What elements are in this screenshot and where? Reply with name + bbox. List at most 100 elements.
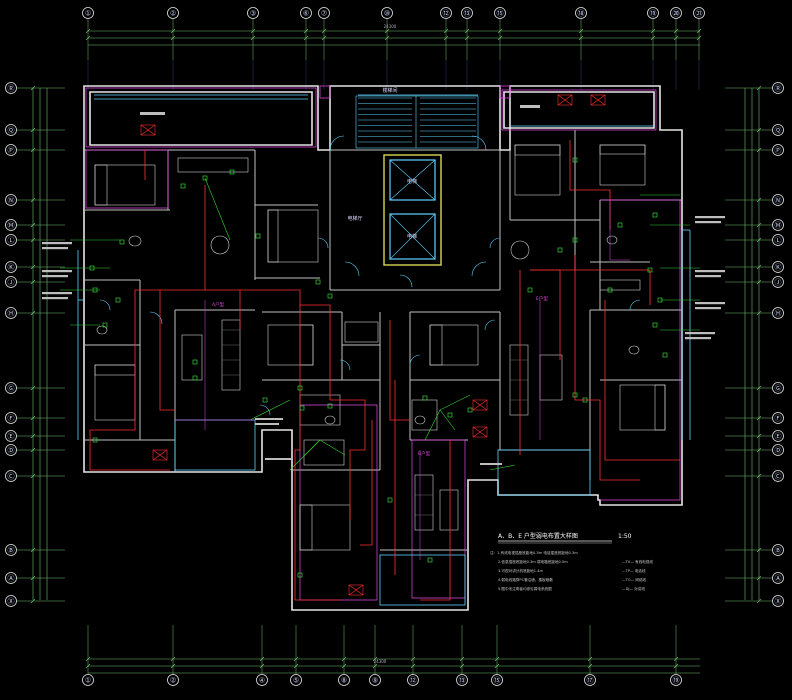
axis-top-3-label: ③ xyxy=(250,9,256,17)
elevator-2-label: 电梯 xyxy=(407,233,417,240)
axis-left-1-label: Ⓡ xyxy=(8,84,15,92)
legend-notes: 注：1.有线电视插座底距地0.3m 电话插座底距地0.3m 2.信息插座底距地0… xyxy=(490,550,578,591)
axis-right-7: Ⓚ xyxy=(772,261,784,273)
axis-bottom-9: ⑮ xyxy=(491,674,503,686)
axis-right-12-label: Ⓔ xyxy=(775,432,782,440)
conduit-runs xyxy=(89,140,680,601)
svg-text:—TP— 电话线: —TP— 电话线 xyxy=(622,568,646,573)
axis-left-8: Ⓙ xyxy=(5,276,17,288)
vent-markers xyxy=(140,94,606,596)
axis-bottom-3-label: ④ xyxy=(259,676,265,684)
axis-right-10-label: Ⓖ xyxy=(775,384,782,392)
elevator-1-label: 电梯 xyxy=(407,178,417,185)
axis-top-9: ⑮ xyxy=(494,7,506,19)
axis-right-11-label: Ⓕ xyxy=(775,414,782,422)
axis-right-8-label: Ⓙ xyxy=(775,278,782,286)
axis-top-12: ⑳ xyxy=(670,7,682,19)
axis-top-2-label: ② xyxy=(170,9,176,17)
axis-bottom-5: ⑧ xyxy=(338,674,350,686)
axis-left-4-label: Ⓝ xyxy=(8,196,15,204)
axis-left-11-label: Ⓕ xyxy=(8,414,15,422)
axis-right-16: Ⓐ xyxy=(772,572,784,584)
axis-right-14: Ⓒ xyxy=(772,470,784,482)
axis-right-5-label: Ⓜ xyxy=(775,221,782,229)
axis-top-9-label: ⑮ xyxy=(497,9,504,17)
axis-right-1: Ⓡ xyxy=(772,82,784,94)
axis-right-11: Ⓕ xyxy=(772,412,784,424)
axis-right-17: Ⓧ xyxy=(772,595,784,607)
axis-left-12: Ⓔ xyxy=(5,430,17,442)
axis-left-13-label: Ⓓ xyxy=(8,446,15,454)
door-swings xyxy=(99,135,641,416)
axis-top-11: ⑲ xyxy=(647,7,659,19)
svg-text:注：1.有线电视插座底距地0.3m 电话插座底距地0.3m: 注：1.有线电视插座底距地0.3m 电话插座底距地0.3m xyxy=(490,550,578,555)
axis-right-7-label: Ⓚ xyxy=(775,263,782,271)
axis-right-15-label: Ⓑ xyxy=(775,546,782,554)
data-wiring xyxy=(175,200,630,560)
axis-left-9: Ⓗ xyxy=(5,307,17,319)
furniture xyxy=(94,144,666,551)
axis-top-2: ② xyxy=(167,7,179,19)
axis-top-4: ⑥ xyxy=(300,7,312,19)
axis-right-10: Ⓖ xyxy=(772,382,784,394)
windows-balconies xyxy=(77,94,691,606)
axis-bottom-6-label: ⑨ xyxy=(372,676,378,684)
axis-left-13: Ⓓ xyxy=(5,444,17,456)
axis-left-16-label: Ⓐ xyxy=(8,574,15,582)
axis-right-14-label: Ⓒ xyxy=(775,472,782,480)
axis-left-4: Ⓝ xyxy=(5,194,17,206)
svg-text:—DJ— 对讲线: —DJ— 对讲线 xyxy=(622,586,645,591)
axis-right-13: Ⓓ xyxy=(772,444,784,456)
axis-right-1-label: Ⓡ xyxy=(775,84,782,92)
axis-right-16-label: Ⓐ xyxy=(775,574,782,582)
axis-right-9-label: Ⓗ xyxy=(775,309,782,317)
drawing-scale: 1:50 xyxy=(618,533,632,540)
axis-left-10: Ⓖ xyxy=(5,382,17,394)
top-total-dimension: 24300 xyxy=(384,24,397,29)
axis-top-5: ⑦ xyxy=(318,7,330,19)
axis-bottom-5-label: ⑧ xyxy=(341,676,347,684)
svg-text:—TO— 网络线: —TO— 网络线 xyxy=(622,577,647,582)
axis-right-3-label: Ⓟ xyxy=(775,146,782,154)
axis-right-2: Ⓠ xyxy=(772,124,784,136)
axis-bottom-11-label: ⑲ xyxy=(673,676,680,684)
axis-bottom-8-label: ⑬ xyxy=(459,676,466,684)
unit-b-label: B户型 xyxy=(418,450,431,457)
axis-left-14: Ⓒ xyxy=(5,470,17,482)
axis-right-5: Ⓜ xyxy=(772,219,784,231)
axis-top-13: ㉑ xyxy=(693,7,705,19)
axis-top-11-label: ⑲ xyxy=(650,9,657,17)
axis-right-9: Ⓗ xyxy=(772,307,784,319)
axis-left-9-label: Ⓗ xyxy=(8,309,15,317)
axis-bottom-2: ② xyxy=(167,674,179,686)
axis-left-3: Ⓟ xyxy=(5,144,17,156)
axis-top-10: ⑱ xyxy=(575,7,587,19)
svg-text:2.信息插座底距地0.3m 弱电箱底距地0.5m: 2.信息插座底距地0.3m 弱电箱底距地0.5m xyxy=(498,559,568,564)
axis-bottom-7-label: ⑫ xyxy=(410,676,417,684)
axis-bottom-1-label: ① xyxy=(85,676,91,684)
stair-treads xyxy=(355,95,479,149)
axis-top-6-label: ⑩ xyxy=(384,9,390,17)
axis-bottom-3: ④ xyxy=(256,674,268,686)
axis-right-4: Ⓝ xyxy=(772,194,784,206)
lift-hall-label: 电梯厅 xyxy=(347,215,362,222)
axis-right-13-label: Ⓓ xyxy=(775,446,782,454)
axis-top-4-label: ⑥ xyxy=(303,9,309,17)
axis-left-15-label: Ⓑ xyxy=(8,546,15,554)
axis-left-1: Ⓡ xyxy=(5,82,17,94)
axis-left-7: Ⓚ xyxy=(5,261,17,273)
axis-left-6: Ⓛ xyxy=(5,234,17,246)
axis-top-12-label: ⑳ xyxy=(673,9,680,17)
elevator-shafts xyxy=(383,154,442,266)
axis-left-12-label: Ⓔ xyxy=(8,432,15,440)
annotation-text xyxy=(42,105,725,465)
axis-right-4-label: Ⓝ xyxy=(775,196,782,204)
unit-a-label: A户型 xyxy=(212,301,225,308)
axis-bottom-8: ⑬ xyxy=(456,674,468,686)
axis-bottom-10: ⑰ xyxy=(584,674,596,686)
drawing-title: A、B、E 户型弱电布置大样图 xyxy=(498,532,578,540)
axis-right-2-label: Ⓠ xyxy=(775,126,782,134)
axis-bottom-7: ⑫ xyxy=(407,674,419,686)
